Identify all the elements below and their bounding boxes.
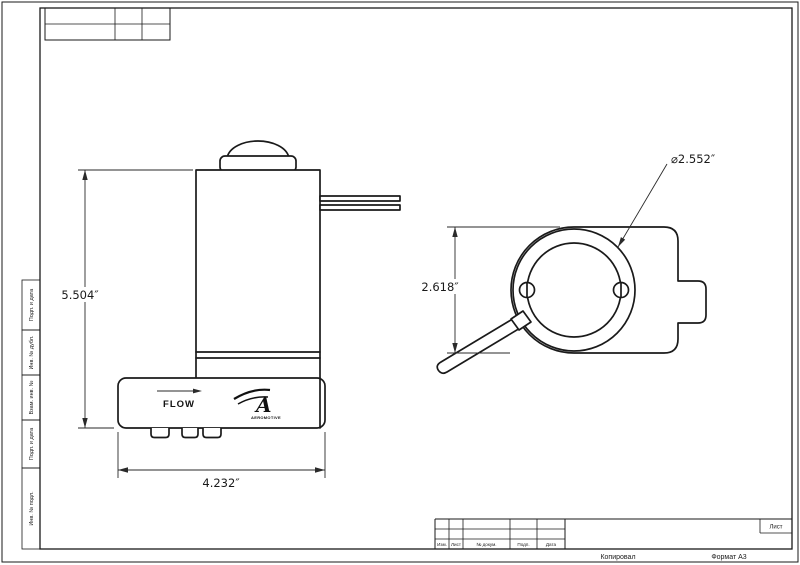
- base-foot-3: [202, 428, 222, 439]
- format-label: Формат A3: [711, 554, 746, 561]
- column-list: Лист: [451, 542, 462, 547]
- column-izm: Изм.: [437, 542, 447, 547]
- margin-label-5: Инв. № подл.: [29, 491, 35, 526]
- logo-wing2-icon: [237, 396, 269, 405]
- top-left-block: [44, 7, 171, 41]
- lever-pivot-block: [510, 310, 532, 331]
- front-view-dimensions: 5.504″ 4.232″: [57, 169, 326, 490]
- column-ndocum: № докум.: [476, 542, 496, 547]
- front-view: FLOW A AEROMOTIVE: [117, 140, 401, 439]
- flow-arrowhead: [193, 388, 202, 394]
- base-foot-2: [181, 428, 199, 439]
- margin-label-1: Подп. и дата: [29, 288, 35, 321]
- bottom-strip: Копировал Формат A3: [600, 554, 746, 561]
- dim-width-label: 4.232″: [202, 476, 240, 490]
- column-podp: Подп.: [517, 542, 529, 547]
- column-data: Дата: [546, 542, 557, 547]
- aeromotive-logo: A AEROMOTIVE: [233, 388, 281, 420]
- terminal-wire-bottom: [319, 204, 401, 211]
- margin-label-3: Взам. инв. №: [29, 380, 35, 414]
- pump-body: [195, 169, 321, 381]
- base-foot-1: [150, 428, 170, 439]
- flow-marking: FLOW: [157, 388, 202, 410]
- dim-diameter-label: ⌀2.552″: [671, 152, 716, 166]
- logo-letter: A: [254, 393, 272, 417]
- inner-frame: [39, 7, 793, 550]
- mounting-bracket: [510, 226, 707, 354]
- logo-wordmark: AEROMOTIVE: [251, 415, 281, 420]
- terminal-wire-top: [319, 195, 401, 202]
- margin-label-2: Инв. № дубл.: [29, 335, 35, 370]
- copied-label: Копировал: [600, 554, 635, 561]
- title-block: Изм. Лист № докум. Подп. Дата Лист: [434, 518, 792, 549]
- top-view: [436, 226, 707, 375]
- flow-label: FLOW: [163, 399, 195, 410]
- top-view-dimensions: 2.618″ ⌀2.552″: [416, 152, 716, 354]
- left-margin-column: Подп. и дата Инв. № дубл. Взам. инв. № П…: [21, 279, 41, 550]
- clamp-lever: [436, 315, 525, 375]
- logo-wing-icon: [233, 388, 271, 400]
- dim-bracket-height-label: 2.618″: [421, 280, 459, 294]
- pump-outer-circle: [512, 228, 636, 352]
- dim-height-label: 5.504″: [61, 288, 99, 302]
- margin-label-4: Подп. и дата: [29, 427, 35, 460]
- sheet-label: Лист: [769, 525, 782, 531]
- pump-base: [117, 377, 326, 429]
